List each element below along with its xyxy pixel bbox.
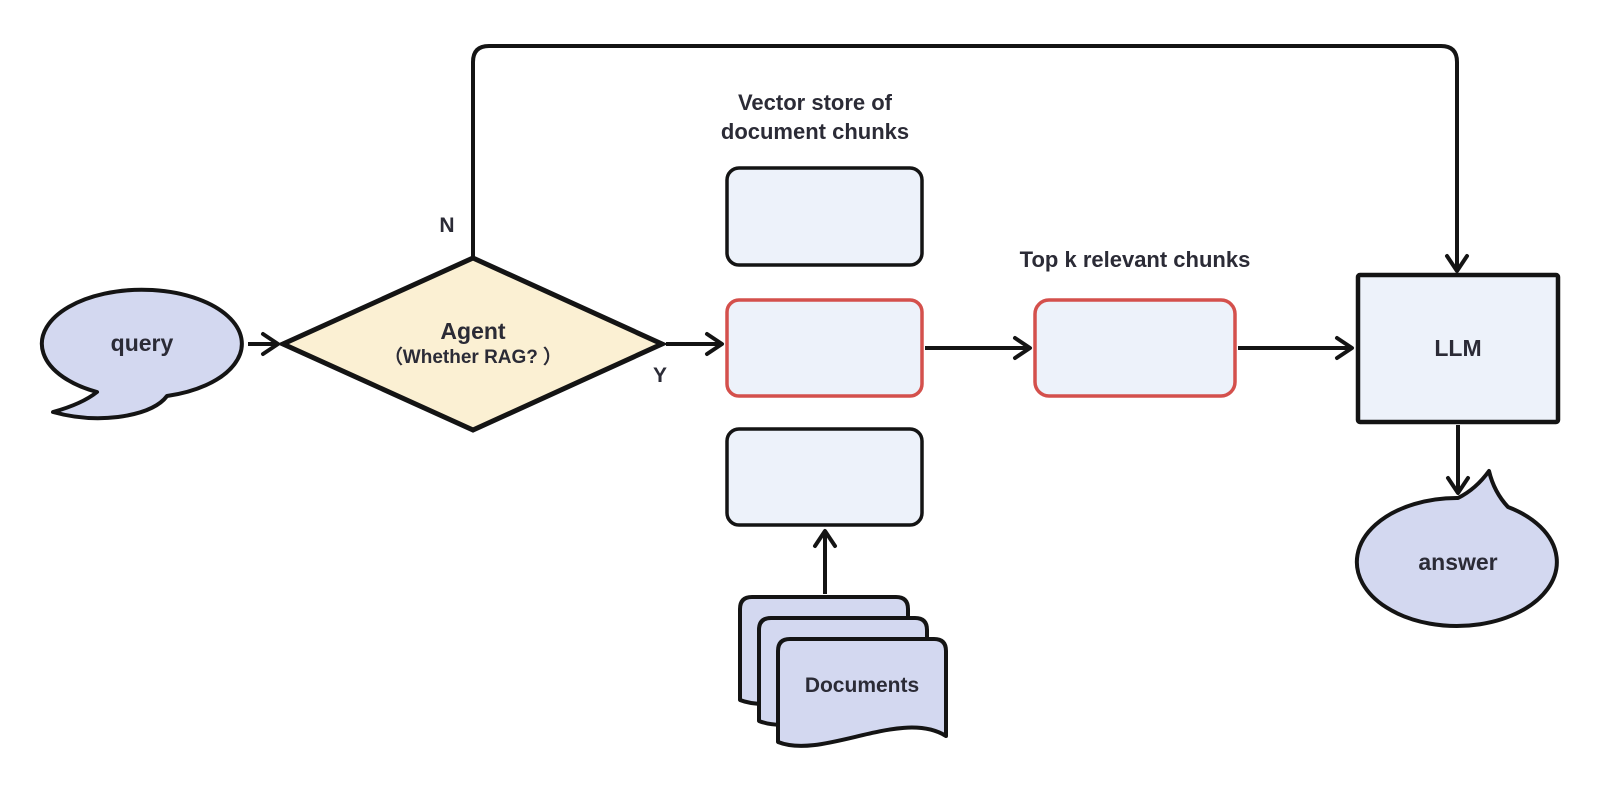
query-bubble-shape [39, 287, 244, 421]
agent-subtitle: （Whether RAG? ） [383, 346, 563, 368]
answer-label: answer [1418, 548, 1498, 575]
topk-chunks-box [1033, 298, 1237, 398]
topk-label: Top k relevant chunks [1019, 246, 1251, 272]
llm-label: LLM [1434, 334, 1482, 361]
vector-store-chunk-middle [725, 298, 924, 398]
vector-store-label: Vector store of document chunks [690, 84, 940, 152]
vector-store-label-line2: document chunks [720, 119, 910, 144]
vector-store-chunk-bottom [725, 427, 924, 527]
connector-agent-no-to-llm [471, 44, 1469, 273]
documents-label: Documents [804, 674, 920, 698]
agent-title: Agent [440, 318, 506, 345]
agent-diamond-shape [276, 255, 669, 433]
llm-box [1355, 272, 1561, 425]
vector-store-label-line1: Vector store of [737, 90, 893, 116]
branch-yes-label: Y [652, 364, 667, 388]
vector-store-chunk-top [725, 166, 924, 267]
query-label: query [110, 330, 174, 357]
agent-label: Agent （Whether RAG? ） [333, 314, 613, 374]
document-shape-front [776, 637, 948, 748]
branch-no-label: N [439, 214, 455, 238]
answer-bubble-shape [1354, 469, 1559, 628]
